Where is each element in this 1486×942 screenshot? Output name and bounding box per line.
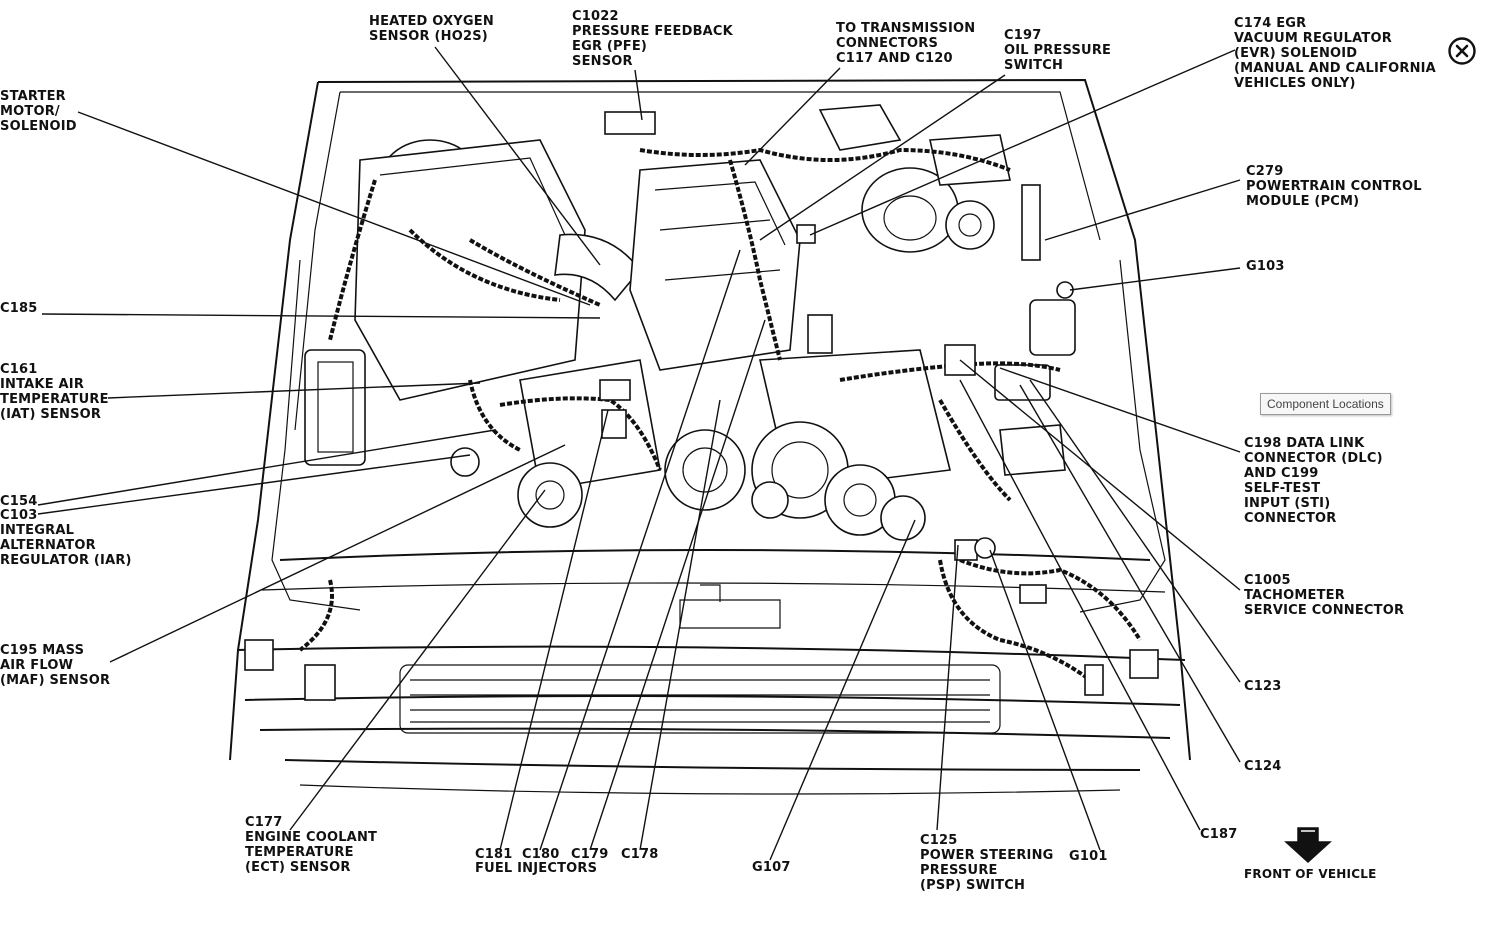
label-c185: C185 <box>0 301 38 316</box>
label-c177: C177 ENGINE COOLANT TEMPERATURE (ECT) SE… <box>245 815 378 875</box>
label-c154: C154 <box>0 494 38 509</box>
label-c103: C103 INTEGRAL ALTERNATOR REGULATOR (IAR) <box>0 508 132 568</box>
engine-components <box>244 104 1159 701</box>
label-g107: G107 <box>752 860 791 875</box>
component-locations-tooltip: Component Locations <box>1260 393 1391 415</box>
label-c187: C187 <box>1200 827 1238 842</box>
close-circle-icon[interactable] <box>1447 36 1477 66</box>
label-heated-oxygen-sensor: HEATED OXYGEN SENSOR (HO2S) <box>369 14 494 44</box>
label-g101: G101 <box>1069 849 1108 864</box>
label-c125: C125 POWER STEERING PRESSURE (PSP) SWITC… <box>920 833 1054 893</box>
label-starter-motor: STARTER MOTOR/ SOLENOID <box>0 89 77 134</box>
label-c1022: C1022 PRESSURE FEEDBACK EGR (PFE) SENSOR <box>572 9 733 69</box>
label-c124: C124 <box>1244 759 1282 774</box>
label-c195: C195 MASS AIR FLOW (MAF) SENSOR <box>0 643 111 688</box>
label-c178: C178 <box>621 847 659 862</box>
label-c174: C174 EGR VACUUM REGULATOR (EVR) SOLENOID… <box>1234 16 1436 91</box>
label-c179: C179 <box>571 847 609 862</box>
label-c180: C180 <box>522 847 560 862</box>
label-c1005: C1005 TACHOMETER SERVICE CONNECTOR <box>1244 573 1405 618</box>
label-c161: C161 INTAKE AIR TEMPERATURE (IAT) SENSOR <box>0 362 109 422</box>
label-c198: C198 DATA LINK CONNECTOR (DLC) AND C199 … <box>1244 436 1383 526</box>
leader-lines <box>37 46 1241 861</box>
label-c123: C123 <box>1244 679 1282 694</box>
label-to-transmission: TO TRANSMISSION CONNECTORS C117 AND C120 <box>836 21 976 66</box>
label-c181: C181 <box>475 847 513 862</box>
vehicle-body-outline <box>229 78 1191 795</box>
label-g103: G103 <box>1246 259 1285 274</box>
label-c197: C197 OIL PRESSURE SWITCH <box>1004 28 1112 73</box>
label-c279: C279 POWERTRAIN CONTROL MODULE (PCM) <box>1246 164 1422 209</box>
arrow-down-icon <box>1284 827 1332 864</box>
label-fuel-injectors: FUEL INJECTORS <box>475 861 598 876</box>
label-front-of-vehicle: FRONT OF VEHICLE <box>1244 867 1377 881</box>
